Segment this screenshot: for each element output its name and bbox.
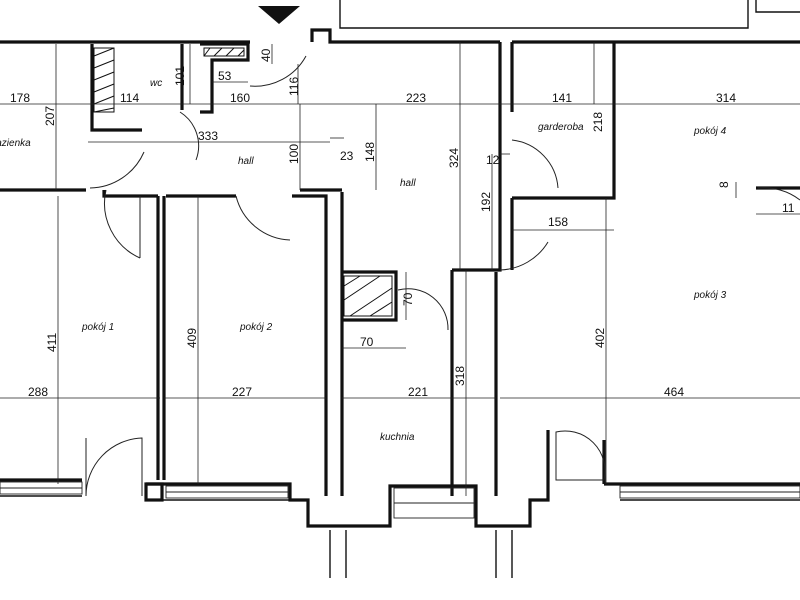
dim-label-8: 8 [717,181,731,188]
dim-label-227: 227 [232,385,252,399]
room-label-kuchnia: kuchnia [380,432,415,443]
exterior-bottom [0,478,800,578]
dim-label-100: 100 [287,144,301,164]
room-label-pokoj4: pokój 4 [693,126,727,137]
dim-label-178: 178 [10,91,30,105]
dim-label-318: 318 [453,366,467,386]
dim-label-101: 101 [173,66,187,86]
dim-label-148: 148 [363,142,377,162]
dim-label-23: 23 [340,149,354,163]
windows [0,481,800,519]
dim-label-12: 12 [486,153,500,167]
top-right-outline [755,0,800,13]
dim-label-314: 314 [716,91,736,105]
dim-label-114: 114 [120,91,139,105]
dim-label-70-horizontal: 70 [360,335,374,349]
room-label-hall-left: hall [238,156,254,167]
dim-label-40: 40 [259,48,273,62]
dim-label-207: 207 [43,106,57,126]
dim-label-158: 158 [548,215,568,229]
dimension-lines [0,42,800,496]
dim-label-141: 141 [552,91,572,105]
room-label-pokoj2: pokój 2 [239,322,273,333]
dim-label-192: 192 [479,192,493,212]
dim-label-223: 223 [406,91,426,105]
dim-label-324: 324 [447,148,461,168]
dim-label-221: 221 [408,385,428,399]
dim-label-464: 464 [664,385,684,399]
dim-label-11: 11 [782,201,795,215]
room-label-pokoj1: pokój 1 [81,322,114,333]
dim-label-288: 288 [28,385,48,399]
dim-label-333: 333 [198,129,218,143]
room-label-wc: wc [150,78,162,89]
north-arrow-icon [258,6,300,24]
dim-label-409: 409 [185,328,199,348]
top-building-outline [339,0,749,29]
fixtures [93,47,393,317]
room-label-lazienka: łazienka [0,138,31,149]
dim-label-160: 160 [230,91,250,105]
room-label-garderoba: garderoba [538,122,584,133]
dim-label-402: 402 [593,328,607,348]
room-label-hall-center: hall [400,178,416,189]
dim-label-218: 218 [591,112,605,132]
walls [0,28,800,496]
dim-label-116: 116 [287,77,301,96]
dim-label-411: 411 [45,333,59,352]
doors [85,55,800,497]
dim-label-53: 53 [218,69,232,83]
room-label-pokoj3: pokój 3 [693,290,727,301]
dim-label-70-vertical: 70 [401,292,415,306]
